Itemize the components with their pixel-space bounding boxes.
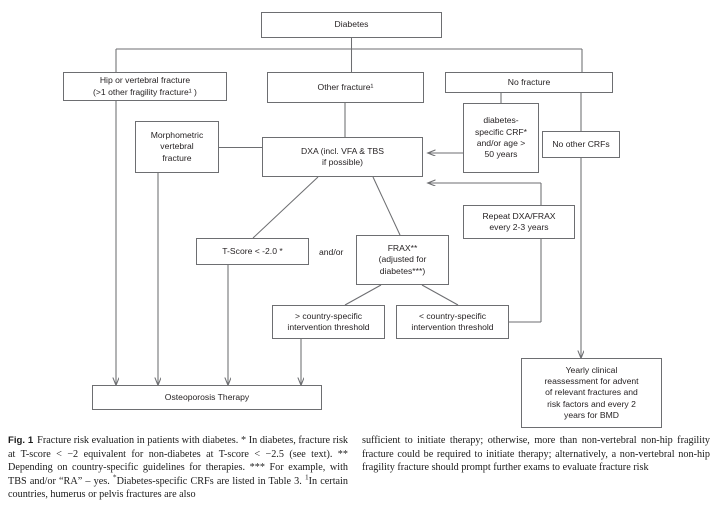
caption-footnote-marker: 1	[304, 472, 309, 482]
node-morphometric-vertebral-fracture[interactable]: Morphometric vertebral fracture	[135, 121, 219, 173]
flowchart-connectors	[0, 38, 720, 432]
caption-left-tail: Diabetes-specific CRFs are listed in Tab…	[116, 475, 305, 487]
flowchart-canvas: Diabetes Hip or vertebral fracture (>1 o…	[0, 12, 720, 432]
figure-title: Fracture risk evaluation in patients wit…	[37, 435, 239, 446]
node-yearly-clinical-reassessment[interactable]: Yearly clinical reassessment for advent …	[521, 358, 662, 428]
node-t-score[interactable]: T-Score < -2.0 *	[196, 238, 309, 265]
node-repeat-dxa-frax[interactable]: Repeat DXA/FRAX every 2-3 years	[463, 205, 575, 239]
caption-left-tail2: In certain countries, humerus or pelvis …	[8, 475, 348, 501]
node-above-intervention-threshold[interactable]: > country-specific intervention threshol…	[272, 305, 385, 339]
caption-dagger-marker: *	[112, 472, 117, 482]
node-other-fracture[interactable]: Other fracture¹	[267, 72, 424, 103]
node-no-fracture[interactable]: No fracture	[445, 72, 613, 93]
node-hip-or-vertebral-fracture[interactable]: Hip or vertebral fracture (>1 other frag…	[63, 72, 227, 101]
caption-left-body: * In diabetes, fracture risk at T-score …	[8, 435, 348, 487]
node-osteoporosis-therapy[interactable]: Osteoporosis Therapy	[92, 385, 322, 410]
figure-label: Fig. 1	[8, 435, 34, 446]
label-and-or: and/or	[317, 247, 346, 257]
node-diabetes[interactable]: Diabetes	[261, 12, 442, 38]
node-no-other-crfs[interactable]: No other CRFs	[542, 131, 620, 158]
node-diabetes-specific-crf[interactable]: diabetes- specific CRF* and/or age > 50 …	[463, 103, 539, 173]
node-dxa[interactable]: DXA (incl. VFA & TBS if possible)	[262, 137, 423, 177]
caption-right-column: sufficient to initiate therapy; otherwis…	[362, 435, 710, 474]
node-below-intervention-threshold[interactable]: < country-specific intervention threshol…	[396, 305, 509, 339]
node-frax[interactable]: FRAX** (adjusted for diabetes***)	[356, 235, 449, 285]
